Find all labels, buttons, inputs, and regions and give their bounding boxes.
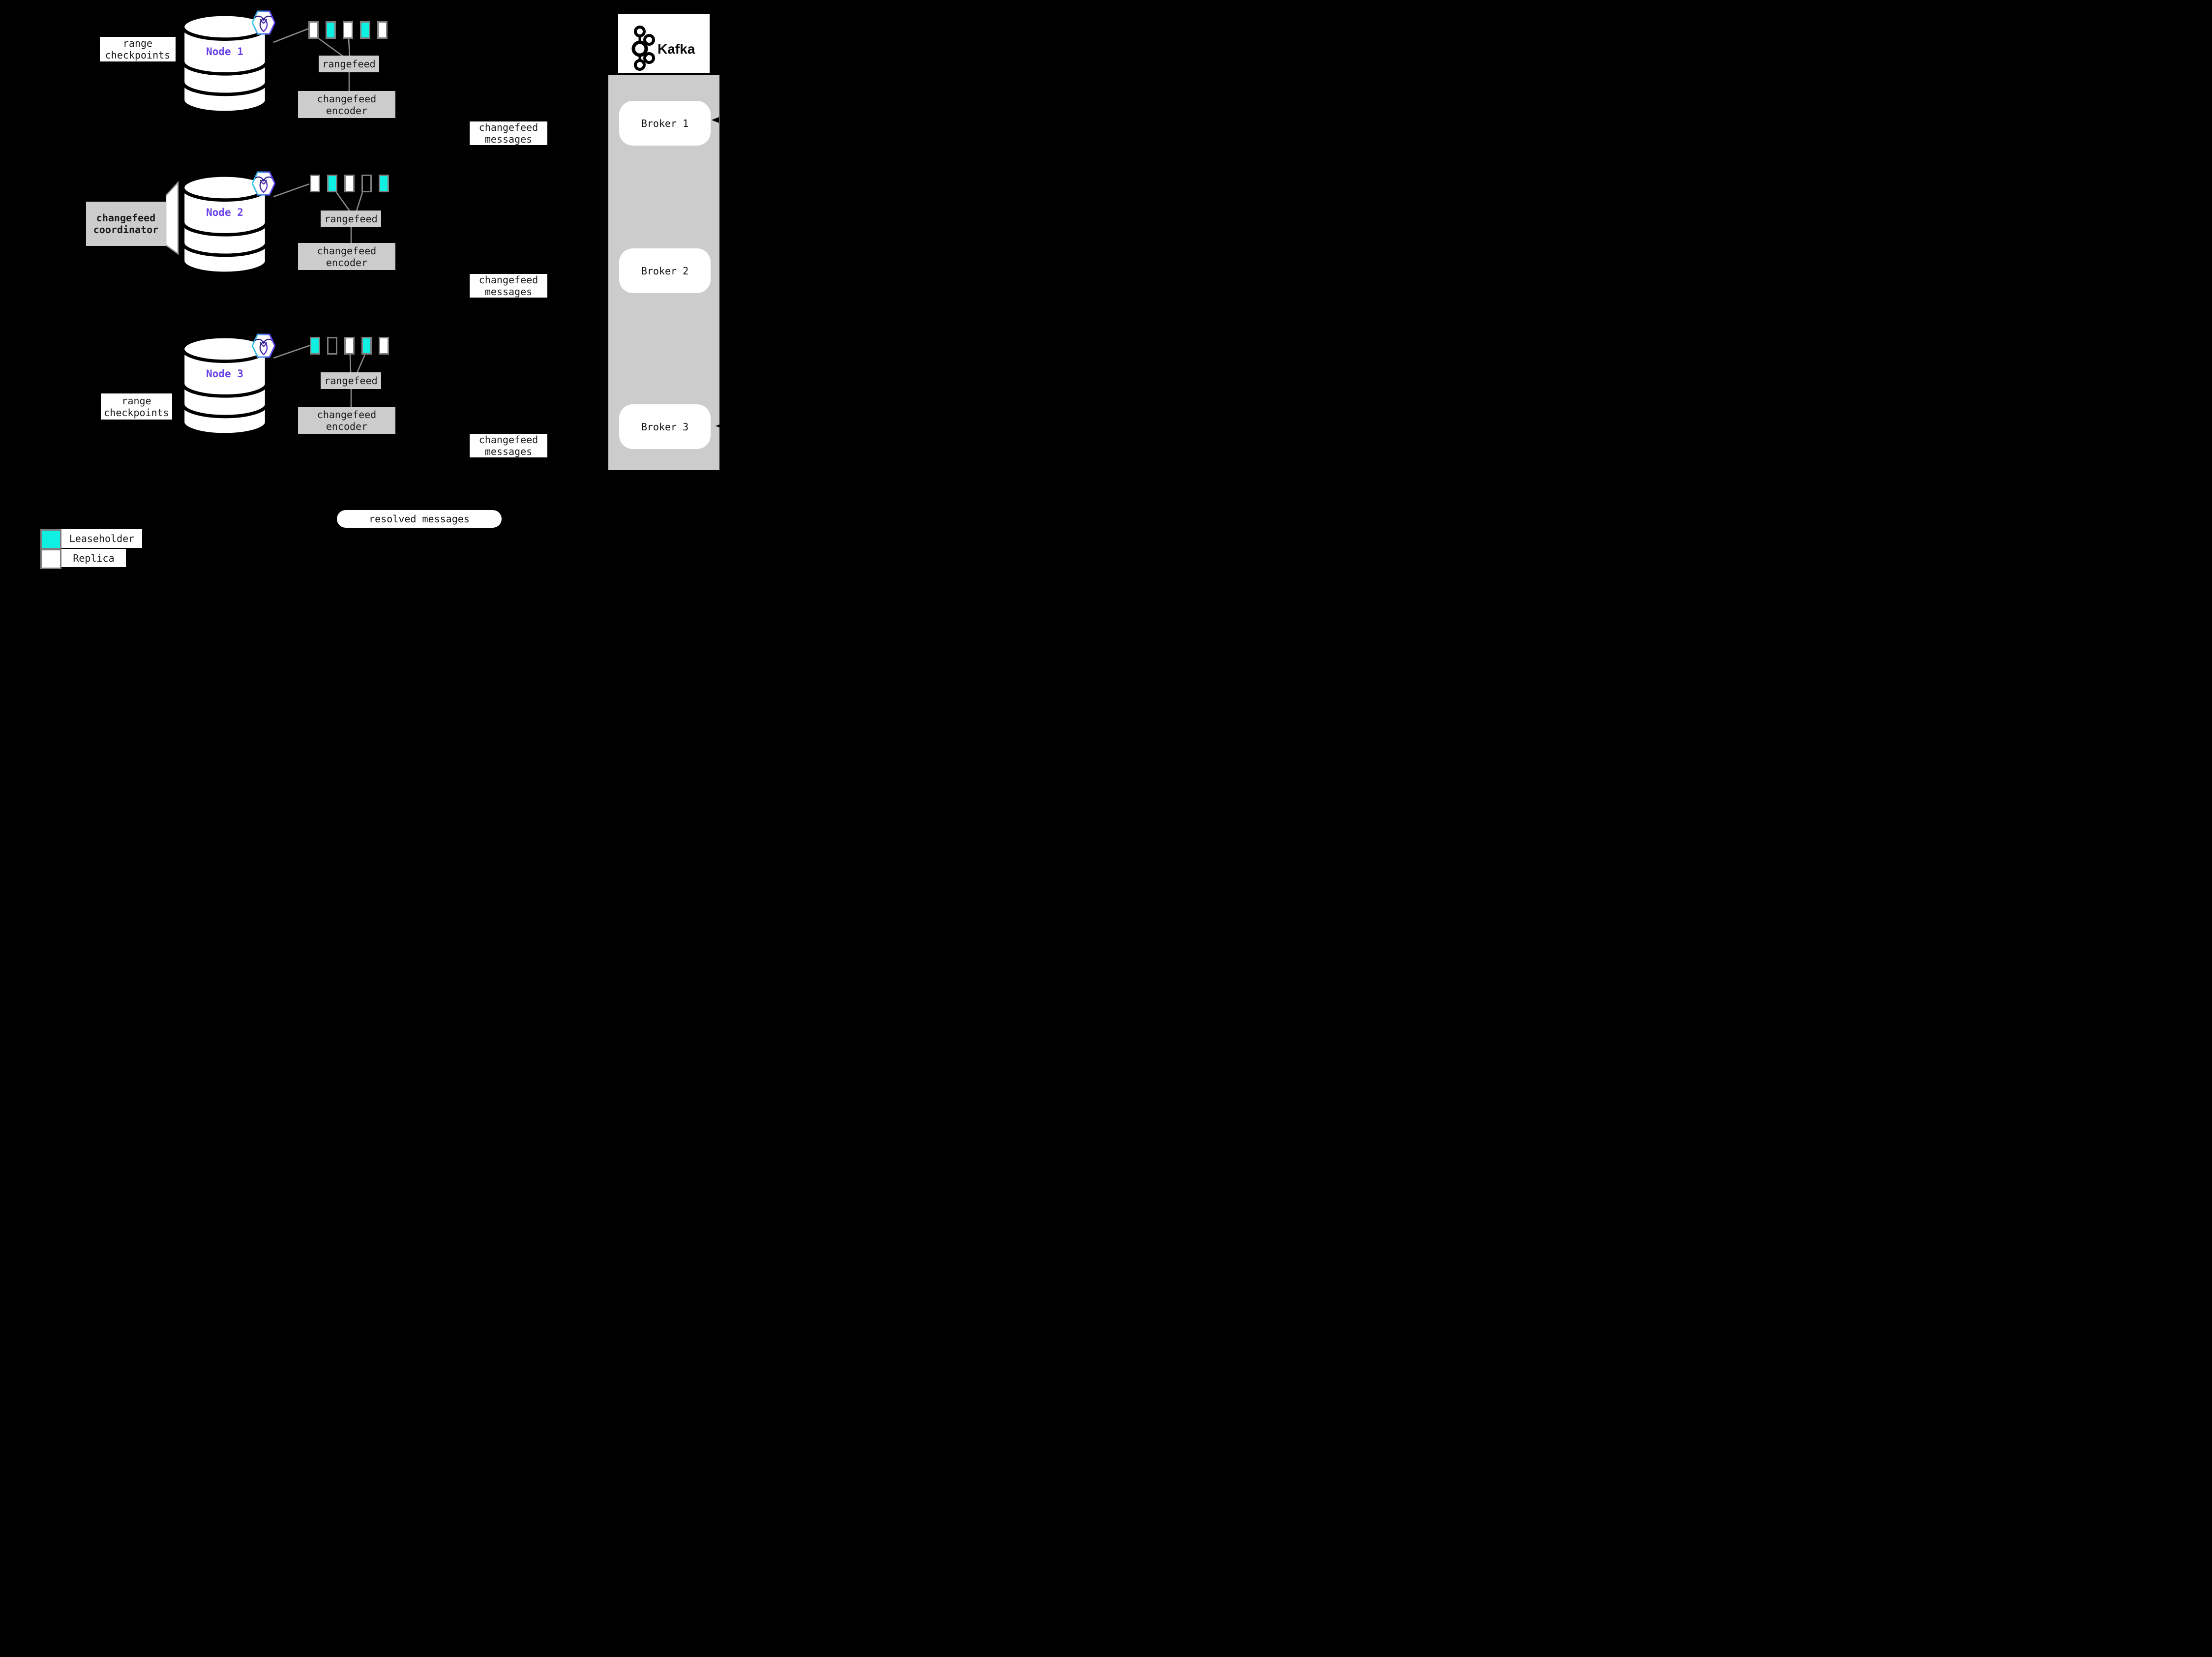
cockroachdb-icon-node3 [252,333,275,358]
kafka-wordmark: Kafka [658,41,695,57]
range-square [310,175,320,192]
range-square [344,175,355,192]
changefeed-messages-label-node1: changefeed messages [470,121,547,145]
range-square [379,337,389,355]
range-checkpoints-label-node1: range checkpoints [100,37,176,61]
range-square [327,175,337,192]
message-arrowhead-broker1 [712,117,719,123]
legend-leaseholder-label: Leaseholder [61,529,142,548]
broker-3: Broker 3 [619,404,711,449]
broker-3-label: Broker 3 [641,421,689,433]
message-arrowhead-broker3 [716,424,719,427]
changefeed-messages-label-node3: changefeed messages [470,434,547,457]
range-square [344,337,355,355]
legend-leaseholder-swatch [40,529,61,549]
rangefeed-box-node3: rangefeed [321,372,381,389]
node3-label: Node 3 [206,368,243,380]
resolved-messages-label: resolved messages [337,510,502,528]
broker-1-label: Broker 1 [641,117,689,129]
range-square [360,21,370,39]
database-cylinder-node2 [181,173,269,275]
broker-1: Broker 1 [619,101,711,146]
range-square [326,21,336,39]
range-square [361,175,372,192]
changefeed-architecture-diagram: range checkpoints Node 1 rangefe [0,0,771,577]
broker-2: Broker 2 [619,248,711,293]
legend-replica-swatch [40,549,61,569]
legend-replica-label: Replica [61,549,126,567]
coordinator-ribbon [166,181,179,255]
range-square [361,337,372,355]
node2-label: Node 2 [206,207,243,218]
range-square [377,21,388,39]
range-square [308,21,319,39]
rangefeed-box-node1: rangefeed [319,56,379,72]
node1-label: Node 1 [206,46,243,58]
broker-2-label: Broker 2 [641,265,689,277]
changefeed-encoder-box-node1: changefeed encoder [298,91,395,118]
range-square [379,175,389,192]
changefeed-messages-label-node2: changefeed messages [470,274,547,298]
database-cylinder-node3 [181,334,269,437]
range-square [343,21,353,39]
range-square [327,337,337,355]
cockroachdb-icon-node2 [252,171,275,196]
cockroachdb-icon-node1 [252,10,275,35]
range-square [310,337,320,355]
rangefeed-box-node2: rangefeed [321,211,381,227]
kafka-cluster-box: Broker 1 Broker 2 Broker 3 [608,75,719,470]
kafka-logo-box: Kafka [618,14,710,73]
range-checkpoints-label-node3: range checkpoints [101,393,172,420]
changefeed-encoder-box-node3: changefeed encoder [298,407,395,434]
database-cylinder-node1 [181,12,269,115]
kafka-icon: Kafka [631,26,695,71]
changefeed-encoder-box-node2: changefeed encoder [298,243,395,270]
changefeed-coordinator-box: changefeed coordinator [86,202,166,246]
coordinator-arrowhead [79,221,84,226]
connector-lines [273,28,366,407]
